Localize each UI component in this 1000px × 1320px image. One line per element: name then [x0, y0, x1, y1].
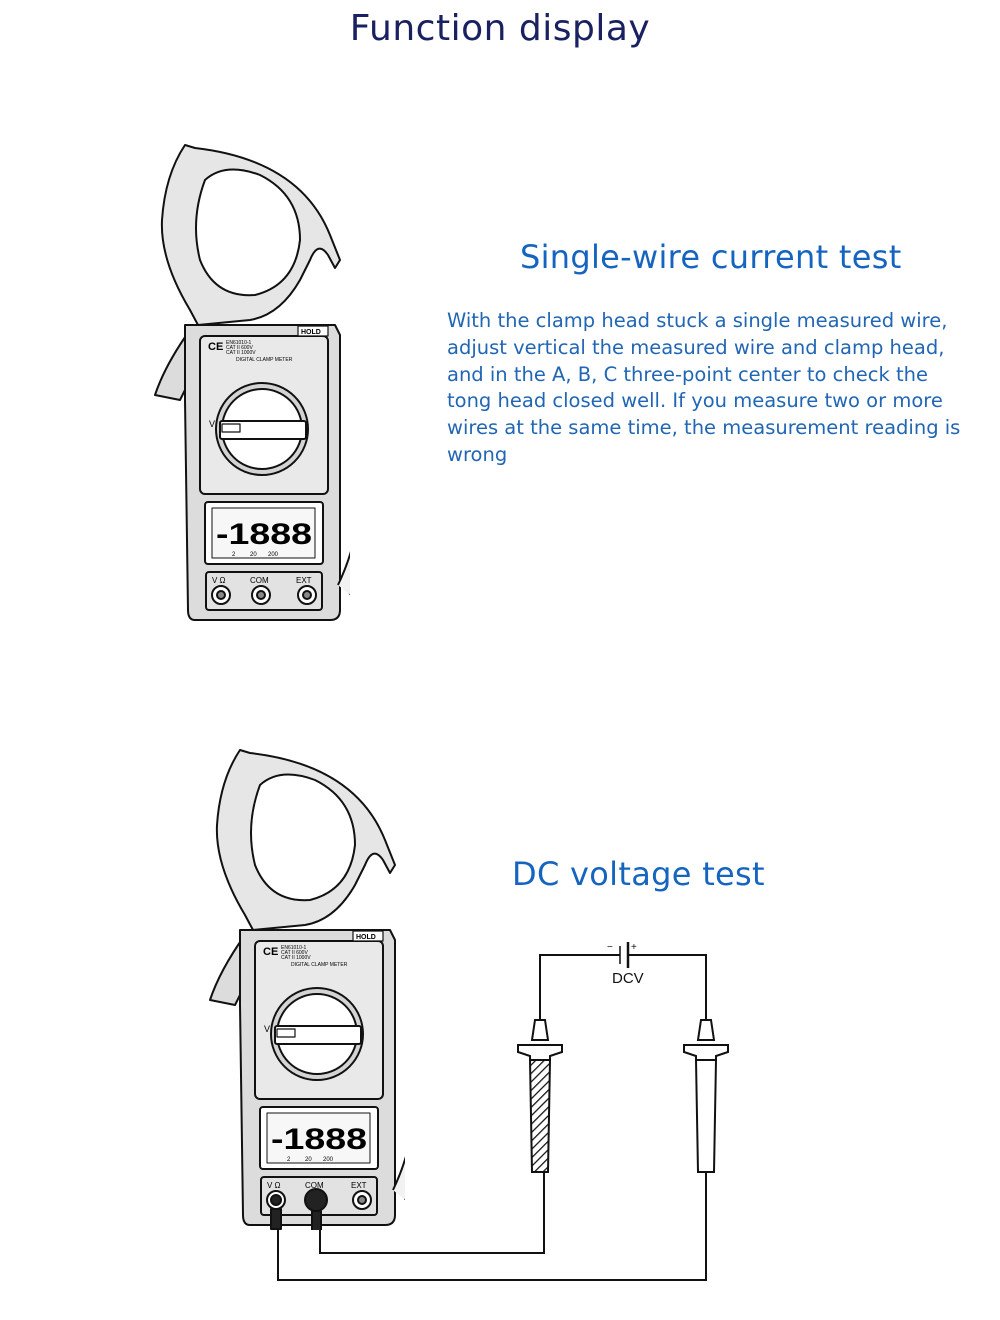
clamp-meter-illustration-2: CE EN61010-1 CAT II 600V CAT II 1000V DI… — [209, 749, 405, 1230]
circuit-wire — [319, 1172, 545, 1254]
description-line: tong head closed well. If you measure tw… — [447, 389, 943, 413]
ce-mark: CE — [263, 946, 278, 958]
terminal-com-label: COM — [250, 576, 269, 585]
scale-label: 200 — [323, 1157, 334, 1163]
probe-black — [517, 995, 563, 1173]
terminal-v-label: V Ω — [212, 576, 226, 585]
standard-text: CAT II 600V — [226, 345, 253, 351]
model-label: DIGITAL CLAMP METER — [291, 962, 348, 968]
clamp-meter-illustration-1: CE EN61010-1 CAT II 600V CAT II 1000V DI… — [154, 144, 350, 621]
terminal-com-label: COM — [305, 1181, 324, 1190]
scale-label: 2 — [287, 1157, 291, 1163]
terminal-ext-label: EXT — [351, 1181, 367, 1190]
terminal-ext-label: EXT — [296, 576, 312, 585]
circuit-wire — [539, 954, 620, 1002]
section-title-current-test: Single-wire current test — [520, 238, 902, 276]
description-line: adjust vertical the measured wire and cl… — [447, 335, 945, 359]
battery-plus-sign: + — [631, 942, 637, 953]
scale-label: 200 — [268, 552, 279, 558]
section-title-voltage-test: DC voltage test — [512, 855, 765, 893]
scale-label: 20 — [305, 1157, 312, 1163]
description-line: wires at the same time, the measurement … — [447, 416, 961, 440]
hold-button: HOLD — [356, 934, 376, 941]
terminal-v-label: V Ω — [267, 1181, 281, 1190]
standard-text: EN61010-1 — [281, 945, 307, 951]
dial-label: V — [264, 1024, 270, 1034]
circuit-wire — [628, 954, 707, 1002]
standard-text: EN61010-1 — [226, 340, 252, 346]
scale-label: 2 — [232, 552, 236, 558]
hold-button: HOLD — [301, 329, 321, 336]
standard-text: CAT II 1000V — [281, 955, 311, 961]
dial-label: V — [209, 419, 215, 429]
dcv-label: DCV — [612, 970, 644, 987]
ce-mark: CE — [208, 341, 223, 353]
lcd-reading: -1888 — [216, 518, 312, 551]
description-line: With the clamp head stuck a single measu… — [447, 309, 948, 332]
model-label: DIGITAL CLAMP METER — [236, 357, 293, 363]
lcd-reading: -1888 — [271, 1123, 367, 1156]
circuit-wire — [277, 1172, 707, 1281]
description-line: wrong — [447, 442, 508, 466]
scale-label: 20 — [250, 552, 257, 558]
standard-text: CAT II 600V — [281, 950, 308, 956]
probe-red — [683, 995, 729, 1173]
battery-minus-sign: − — [607, 942, 613, 953]
description-line: and in the A, B, C three-point center to… — [447, 362, 928, 386]
standard-text: CAT II 1000V — [226, 350, 256, 356]
page-title: Function display — [349, 8, 651, 49]
current-test-description: With the clamp head stuck a single measu… — [447, 308, 982, 469]
